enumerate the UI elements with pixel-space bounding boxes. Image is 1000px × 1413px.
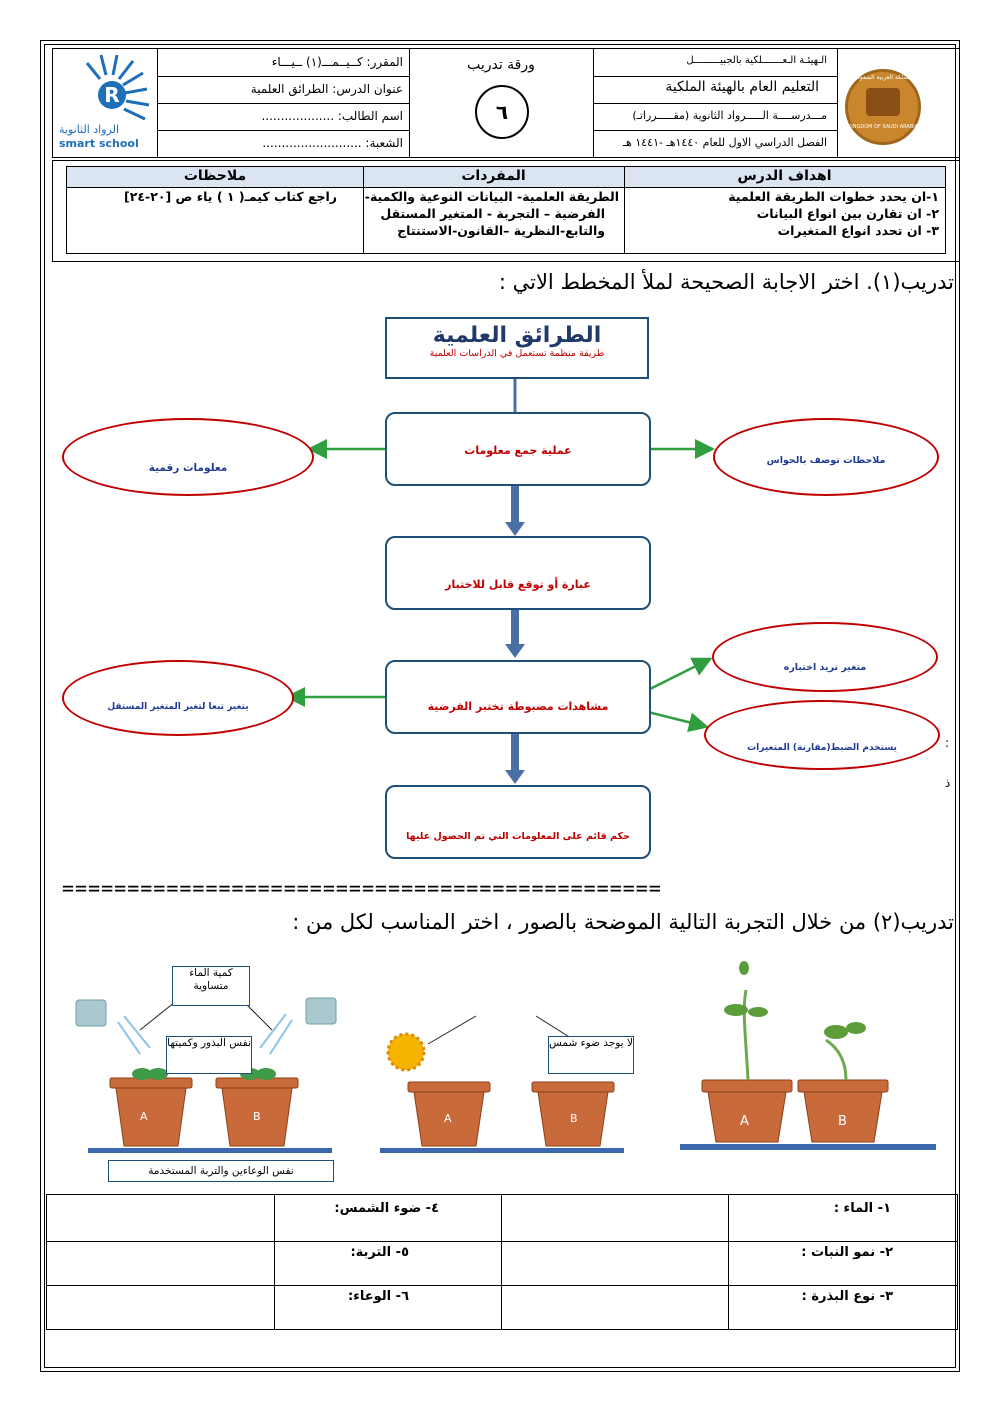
callout-no-sun: لا يوجد ضوء شمس xyxy=(548,1036,634,1074)
answer-input-pot[interactable] xyxy=(48,1286,273,1328)
pot-label-a: A xyxy=(740,1114,749,1129)
answer-input-seed[interactable] xyxy=(502,1286,727,1328)
answer-label-water: ١- الماء : xyxy=(834,1201,891,1216)
answer-input-soil[interactable] xyxy=(48,1242,273,1284)
pot-label-a: A xyxy=(140,1110,148,1123)
answer-label-sunlight: ٤- ضوء الشمس: xyxy=(334,1201,439,1216)
answer-input-growth[interactable] xyxy=(502,1242,727,1284)
callout-pots: نفس الوعاءين والتربة المستخدمة xyxy=(108,1160,334,1182)
answer-input-sunlight[interactable] xyxy=(48,1196,273,1240)
callout-seeds: نفس البذور وكميتها xyxy=(166,1036,252,1074)
experiment-illustrations xyxy=(0,0,1000,1200)
callout-water: كمية الماء متساوية xyxy=(172,966,250,1006)
pot-label-b: B xyxy=(253,1110,261,1123)
answer-label-soil: ٥- التربة: xyxy=(350,1245,409,1260)
answer-label-pot: ٦- الوعاء: xyxy=(348,1289,409,1304)
answer-input-water[interactable] xyxy=(502,1196,727,1240)
answer-label-seed: ٣- نوع البذرة : xyxy=(802,1289,893,1304)
answer-label-growth: ٢- نمو النبات : xyxy=(801,1245,893,1260)
pot-label-a: A xyxy=(444,1112,452,1125)
answers-table: ١- الماء : ٢- نمو النبات : ٣- نوع البذرة… xyxy=(46,1194,958,1330)
pot-label-b: B xyxy=(838,1114,847,1129)
pot-label-b: B xyxy=(570,1112,578,1125)
